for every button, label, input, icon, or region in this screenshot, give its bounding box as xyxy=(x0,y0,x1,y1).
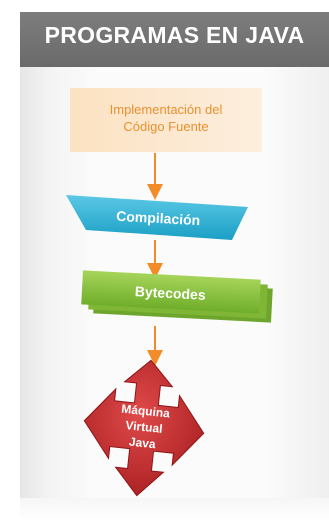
step-source-code-label-1: Implementación del xyxy=(110,102,223,117)
step-jvm-label-2: Virtual xyxy=(125,418,163,436)
step-bytecodes: Bytecodes xyxy=(81,270,273,323)
panel-bottom-fade xyxy=(20,498,329,522)
step-source-code-label-2: Código Fuente xyxy=(123,119,208,134)
step-jvm: Máquina Virtual Java xyxy=(83,359,205,497)
step-source-code-box xyxy=(70,88,262,152)
header-bar: PROGRAMAS EN JAVA xyxy=(20,12,329,67)
step-compile-label: Compilación xyxy=(116,208,201,228)
bytecodes-sheet-1 xyxy=(81,270,261,314)
page-title: PROGRAMAS EN JAVA xyxy=(44,22,305,48)
step-compile: Compilación xyxy=(66,195,248,240)
jvm-four-way-arrow xyxy=(83,359,205,497)
step-jvm-label-1: Máquina xyxy=(121,402,171,421)
step-jvm-label-3: Java xyxy=(128,435,156,452)
step-bytecodes-label: Bytecodes xyxy=(134,283,206,303)
step-source-code: Implementación del Código Fuente xyxy=(70,88,262,152)
step-compile-shape xyxy=(66,195,248,240)
